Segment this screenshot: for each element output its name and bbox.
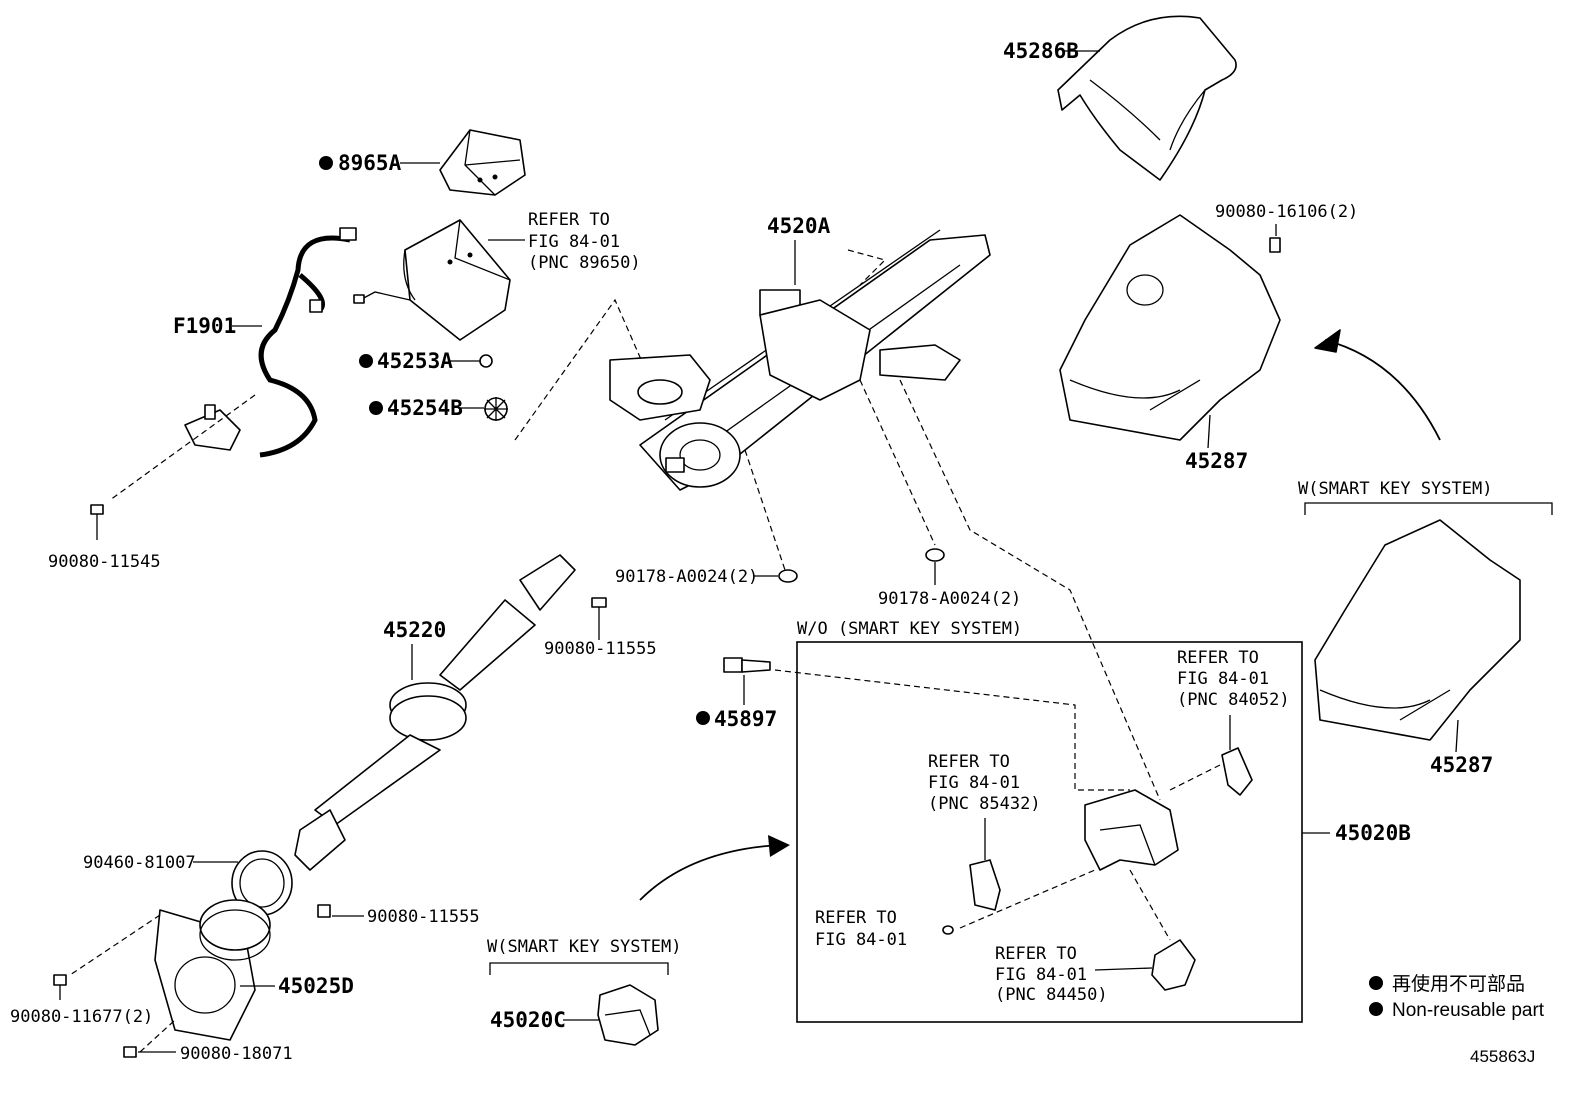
bolt-90080-11677: 90080-11677(2) — [10, 974, 153, 1027]
ref-85432-line2: FIG 84-01 — [928, 773, 1020, 793]
wo-smart-key-box — [796, 641, 1303, 1023]
ref-84052-line3: (PNC 84052) — [1177, 690, 1290, 710]
bolt-90080-11545: 90080-11545 — [48, 504, 161, 572]
ref-89650-line3: (PNC 89650) — [528, 253, 641, 273]
screw-refer-84-01: REFER TO FIG 84-01 — [815, 908, 954, 950]
label-45253A: 45253A — [377, 349, 453, 373]
wire-harness-F1901: F1901 — [173, 227, 357, 458]
label-F1901: F1901 — [173, 314, 236, 338]
ref-plain-line1: REFER TO — [815, 908, 897, 928]
non-reusable-dot — [319, 156, 333, 170]
ref-85432-line3: (PNC 85432) — [928, 794, 1041, 814]
label-90178-left: 90178-A0024(2) — [615, 567, 758, 587]
nut-90178-A0024-right: 90178-A0024(2) — [878, 548, 1021, 609]
label-45220: 45220 — [383, 618, 446, 642]
ignition-housing-45020C: 45020C — [490, 984, 659, 1046]
ref-85432-line1: REFER TO — [928, 752, 1010, 772]
ref-84450-line3: (PNC 84450) — [995, 985, 1108, 1005]
legend: 再使用不可部品 Non-reusable part — [1369, 973, 1545, 1021]
label-90080-11555-upper: 90080-11555 — [544, 639, 657, 659]
label-45020B: 45020B — [1335, 821, 1411, 845]
label-4520A: 4520A — [767, 214, 831, 238]
label-90460-81007: 90460-81007 — [83, 853, 196, 873]
label-90080-11545: 90080-11545 — [48, 552, 161, 572]
bolt-90080-18071: 90080-18071 — [123, 1019, 293, 1064]
legend-jp: 再使用不可部品 — [1392, 973, 1525, 995]
switch-84450: REFER TO FIG 84-01 (PNC 84450) — [995, 869, 1196, 1005]
label-45254B: 45254B — [387, 396, 463, 420]
nut-90178-A0024-left: 90178-A0024(2) — [615, 567, 798, 587]
label-90080-11555-lower: 90080-11555 — [367, 907, 480, 927]
legend-en: Non-reusable part — [1392, 1000, 1545, 1021]
label-90178-right: 90178-A0024(2) — [878, 589, 1021, 609]
module-8965A: 8965A — [319, 129, 526, 196]
ref-89650-line2: FIG 84-01 — [528, 232, 620, 252]
bolt-90080-16106: 90080-16106(2) — [1215, 202, 1358, 253]
label-45025D: 45025D — [278, 974, 354, 998]
sensor-unit-89650: REFER TO FIG 84-01 (PNC 89650) — [353, 210, 641, 341]
label-45897: 45897 — [714, 707, 777, 731]
figure-id: 455863J — [1470, 1047, 1535, 1066]
switch-84052: REFER TO FIG 84-01 (PNC 84052) — [1177, 648, 1290, 796]
label-45287-top: 45287 — [1185, 449, 1248, 473]
seal-90460-81007: 90460-81007 — [83, 850, 293, 916]
intermediate-shaft-45220: 45220 — [294, 554, 576, 871]
lower-column-cover-45287-bottom: 45287 — [1314, 519, 1521, 777]
bolt-90080-11555-lower: 90080-11555 — [317, 904, 480, 927]
ref-84450-line2: FIG 84-01 — [995, 965, 1087, 985]
label-8965A: 8965A — [338, 151, 402, 175]
label-90080-18071: 90080-18071 — [180, 1044, 293, 1064]
label-90080-16106: 90080-16106(2) — [1215, 202, 1358, 222]
group-wo-smart-key: W/O (SMART KEY SYSTEM) — [797, 619, 1022, 639]
ref-89650-line1: REFER TO — [528, 210, 610, 230]
ref-84052-line2: FIG 84-01 — [1177, 669, 1269, 689]
label-90080-11677: 90080-11677(2) — [10, 1007, 153, 1027]
steering-column-4520A: 4520A — [609, 214, 991, 491]
gear-45254B: 45254B — [369, 396, 508, 421]
bolt-90080-11555-upper: 90080-11555 — [544, 597, 657, 659]
spring-45253A: 45253A — [359, 349, 493, 373]
label-45287-bottom: 45287 — [1430, 753, 1493, 777]
upper-column-cover-45286B: 45286B — [1003, 15, 1237, 181]
lower-column-cover-45287-top: 45287 — [1059, 214, 1281, 473]
switch-85432: REFER TO FIG 84-01 (PNC 85432) — [928, 752, 1041, 911]
label-45020C: 45020C — [490, 1008, 566, 1032]
ref-plain-line2: FIG 84-01 — [815, 930, 907, 950]
ref-84450-line1: REFER TO — [995, 944, 1077, 964]
ignition-lock-housing-45020B: 45020B — [1084, 789, 1411, 871]
screw-45897: 45897 — [696, 657, 777, 731]
ref-84052-line1: REFER TO — [1177, 648, 1259, 668]
group-smart-key-bottom: W(SMART KEY SYSTEM) — [487, 937, 681, 957]
group-smart-key-top: W(SMART KEY SYSTEM) — [1298, 479, 1492, 499]
column-hole-cover-45025D: 45025D — [154, 899, 354, 1041]
